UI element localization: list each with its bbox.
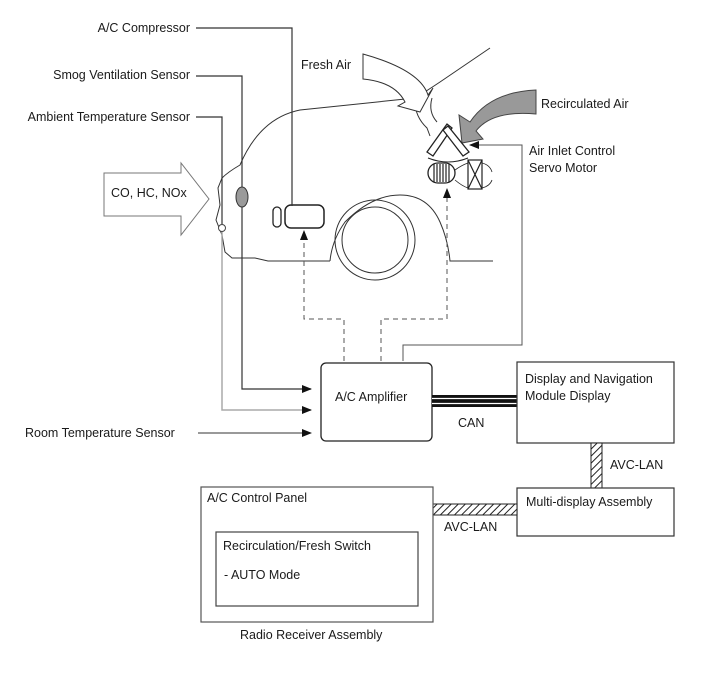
fresh-air-label: Fresh Air [301, 58, 352, 72]
smog-signal-line [241, 207, 312, 393]
exhaust-gas-label: CO, HC, NOx [111, 186, 187, 200]
compressor-small-icon [272, 206, 282, 228]
smog-sensor-icon [235, 186, 249, 208]
servo-motor-label-line1: Air Inlet Control [529, 144, 616, 158]
ambient-sensor-label: Ambient Temperature Sensor [27, 110, 190, 124]
recirculation-switch-box [215, 531, 419, 607]
ac-control-panel-label: A/C Control Panel [207, 491, 308, 505]
avc-lan-horizontal-bus [432, 503, 518, 516]
ac-compressor-label: A/C Compressor [97, 21, 190, 35]
servo-arrow-icon [443, 188, 451, 198]
smog-line [196, 75, 243, 187]
fresh-air-arrow [362, 53, 434, 113]
blower-icon [454, 159, 493, 190]
recirculated-air-label: Recirculated Air [541, 97, 629, 111]
auto-mode-label: - AUTO Mode [224, 568, 301, 582]
avc-lan-vertical-bus [590, 442, 603, 489]
radio-receiver-label: Radio Receiver Assembly [240, 628, 383, 642]
compressor-line [196, 27, 293, 206]
avc-lan-horizontal-label: AVC-LAN [444, 520, 498, 534]
smog-sensor-label: Smog Ventilation Sensor [53, 68, 190, 82]
servo-motor-icon [427, 162, 456, 184]
exhaust-gas-arrow [103, 161, 210, 237]
ambient-signal-line [221, 232, 312, 414]
can-bus [432, 395, 517, 407]
servo-control-line [402, 141, 523, 361]
display-navigation-box [516, 361, 675, 444]
servo-motor-label-line2: Servo Motor [529, 161, 598, 175]
inlet-damper-icon [426, 123, 470, 163]
avc-lan-vertical-label: AVC-LAN [610, 458, 664, 472]
multi-display-box [516, 487, 675, 537]
ambient-sensor-icon [218, 224, 226, 232]
recirculation-switch-label: Recirculation/Fresh Switch [223, 539, 371, 553]
vehicle-outline [215, 47, 493, 281]
multi-display-label: Multi-display Assembly [526, 495, 653, 509]
room-sensor-label: Room Temperature Sensor [25, 426, 175, 440]
compressor-dashed-line [303, 240, 345, 361]
ambient-line-top [196, 116, 223, 224]
compressor-icon [284, 204, 325, 229]
compressor-arrow-icon [300, 230, 308, 240]
ac-amplifier-label: A/C Amplifier [335, 390, 408, 404]
recirculated-air-arrow [458, 89, 537, 144]
display-navigation-label-line2: Module Display [525, 389, 611, 403]
servo-dashed-line [380, 198, 448, 361]
display-navigation-label-line1: Display and Navigation [525, 372, 653, 386]
can-label: CAN [458, 416, 485, 430]
